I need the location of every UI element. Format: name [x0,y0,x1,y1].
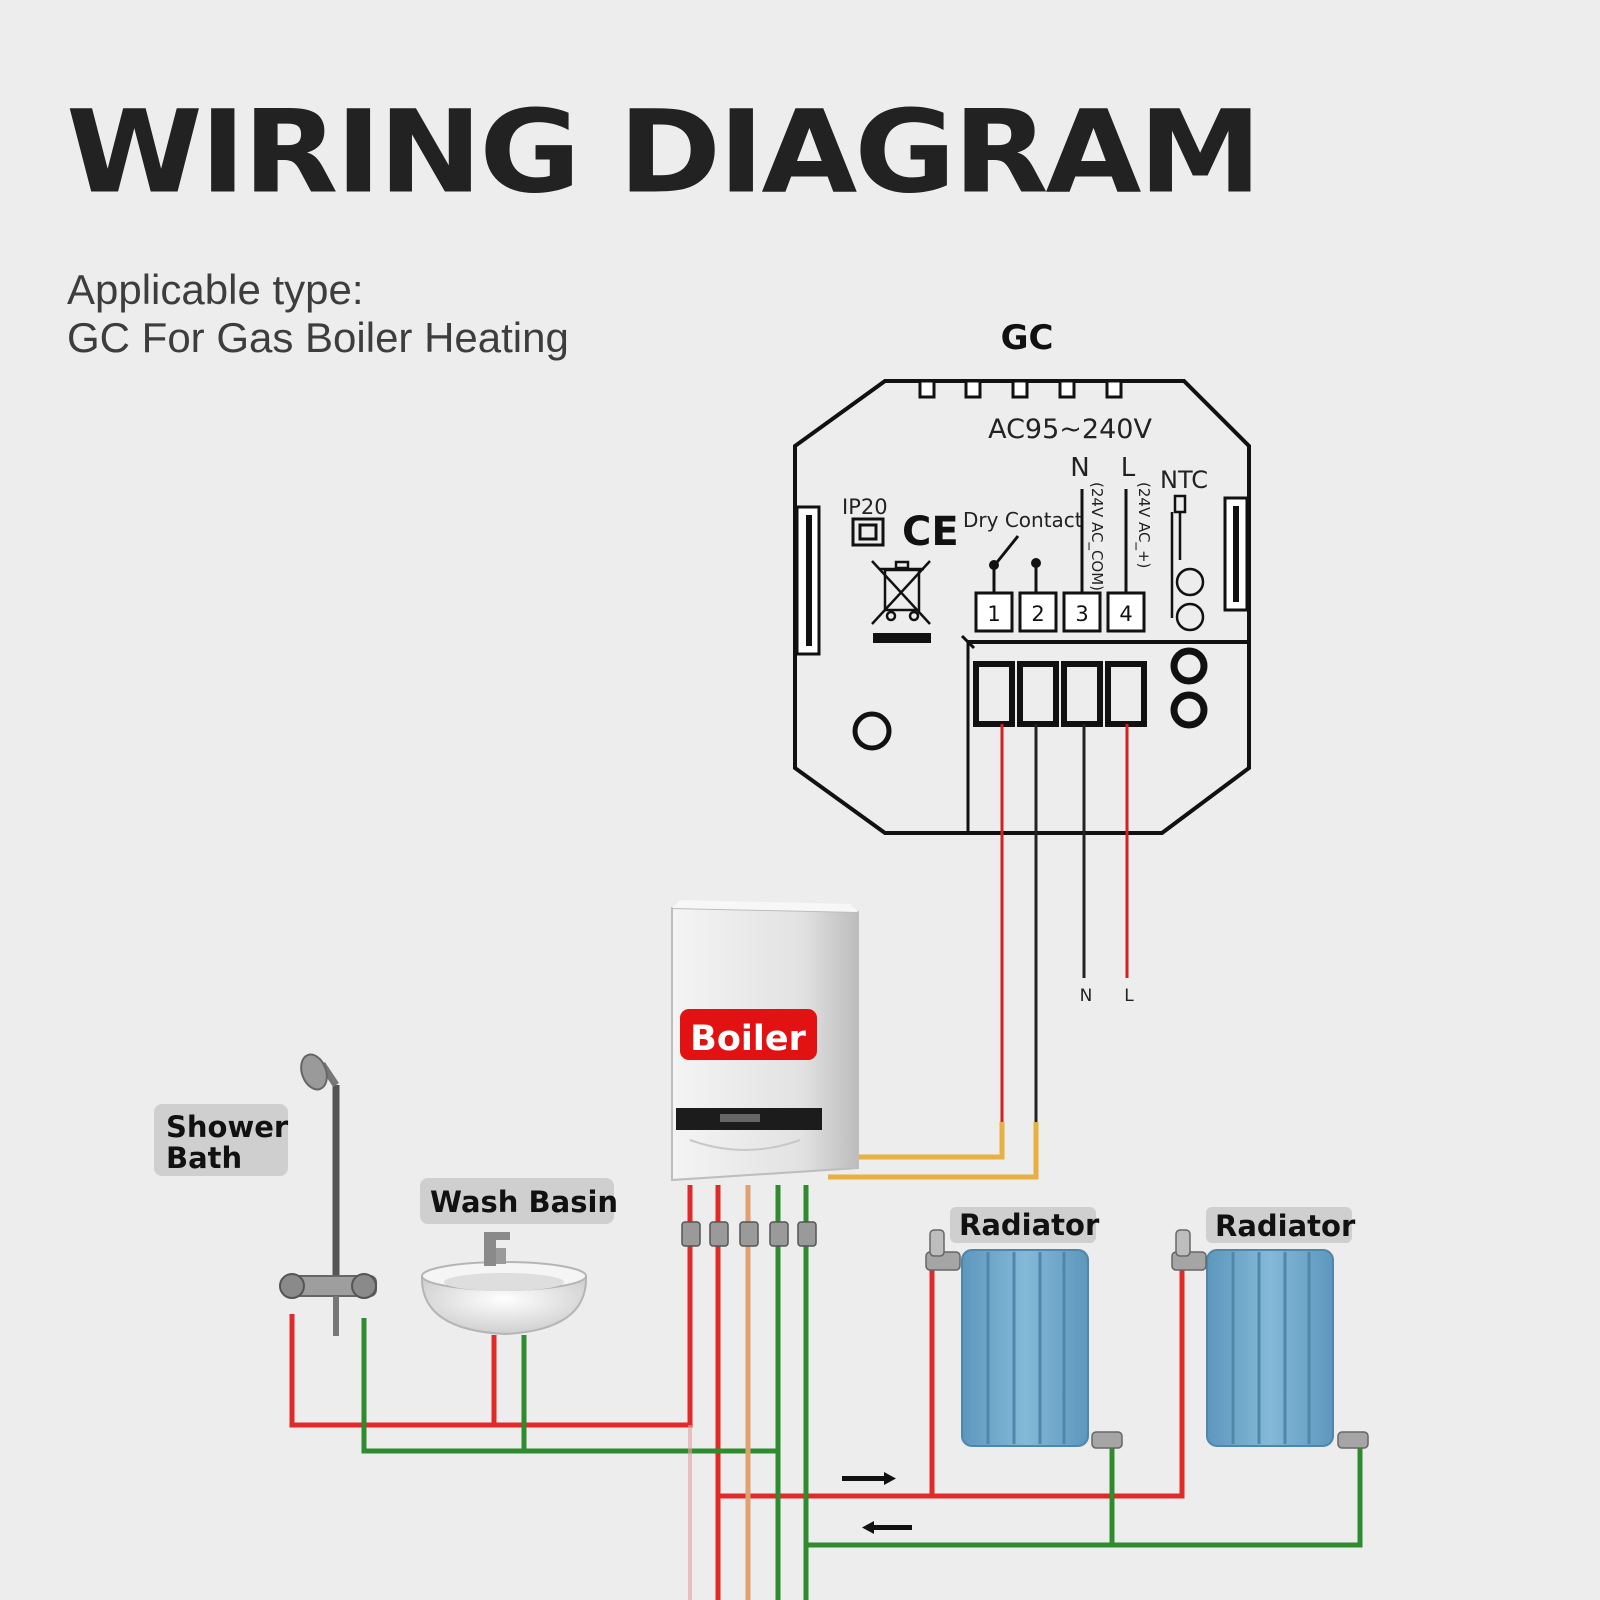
wash-basin-tag [420,1178,614,1224]
boiler-signal-cable [828,1122,1039,1180]
terminal-block [960,634,1247,832]
l-label: L [1121,453,1136,483]
basin-bowl-icon [420,1275,588,1336]
ce-mark-icon: CE [902,509,959,555]
wire-end-l-label: L [1124,986,1134,1006]
shower [279,1053,377,1336]
shower-label-line2: Bath [166,1141,242,1175]
radiator-1-label: Radiator [959,1208,1100,1242]
subtitle-applicable: Applicable type: [67,266,364,313]
radiator-2 [1171,1229,1369,1449]
ip-rating-label: IP20 [842,495,888,519]
subtitle-type: GC For Gas Boiler Heating [67,314,569,361]
boiler-label: Boiler [690,1019,806,1059]
voltage-label: AC95~240V [988,414,1152,445]
page-title: WIRING DIAGRAM [66,86,1262,220]
radiator-1 [925,1229,1123,1449]
n-label: N [1070,453,1089,483]
ntc-label: NTC [1160,466,1208,494]
device-model-label: GC [1001,318,1054,358]
boiler-valves [681,1221,817,1247]
radiator-2-tag [1206,1207,1352,1243]
wash-basin-label: Wash Basin [430,1185,618,1219]
terminal-4-label: 4 [1119,602,1132,626]
radiator-2-label: Radiator [1215,1209,1356,1243]
wire-end-n-label: N [1080,986,1093,1006]
terminal-2-label: 2 [1031,602,1044,626]
boiler-badge [680,1009,817,1060]
terminal-3-label: 3 [1075,602,1088,626]
thermostat-backplate: GC AC95~240V IP20 CE [793,318,1251,835]
terminal-numbers: 1 2 3 4 [974,591,1146,633]
double-insulation-icon [851,517,885,547]
terminal-1-label: 1 [987,602,1000,626]
flow-arrow-right-icon [842,1476,884,1481]
wash-basin [420,1232,588,1336]
dry-contact-switch-icon [992,535,1038,593]
shower-tag [154,1104,288,1176]
radiator-1-lockshield-icon [1091,1431,1123,1449]
shower-label-line1: Shower [166,1110,289,1144]
n-note: (24V AC_COM) [1087,482,1106,591]
shower-head-icon [300,1053,328,1091]
mounting-hole [852,711,892,751]
boiler: Boiler [671,900,859,1182]
ntc-sensor-icon [1170,494,1205,632]
radiator-2-lockshield-icon [1337,1431,1369,1449]
l-note: (24V AC_+) [1134,482,1153,568]
flow-arrows [842,1472,912,1534]
top-tabs [918,379,1123,399]
dry-contact-label: Dry Contact [963,508,1083,532]
weee-bin-icon [871,560,931,625]
return-pipes [361,1185,1363,1600]
device-wires [1000,724,1129,1122]
radiator-1-tag [950,1207,1096,1243]
flow-arrow-left-icon [874,1525,912,1530]
basin-tap-icon [484,1232,496,1266]
device-outline [793,379,1251,835]
hot-water-pipes [289,1185,1185,1499]
